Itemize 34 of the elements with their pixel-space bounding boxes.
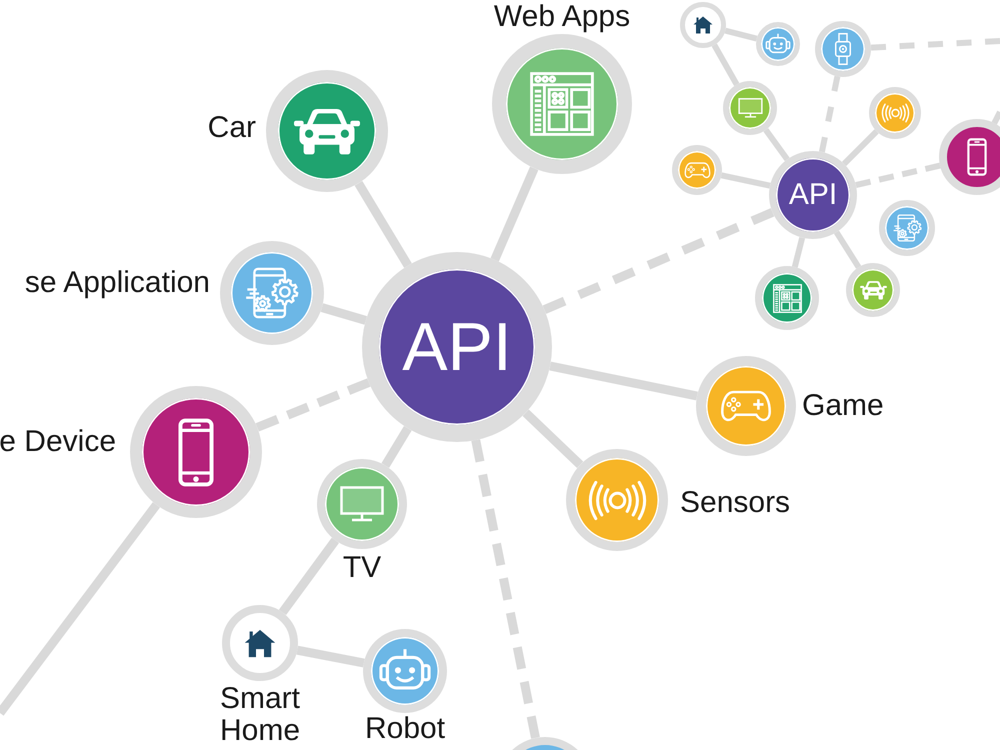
connector-line: [834, 230, 862, 269]
node-label: e Device: [0, 426, 116, 458]
node-label: Robot: [364, 713, 446, 744]
connector-line: [792, 236, 806, 268]
node-label: TV: [342, 552, 382, 584]
connector-line: [712, 44, 740, 86]
dashed-connector: [542, 208, 774, 314]
connector-line: [522, 409, 584, 468]
hub-label: API: [402, 313, 512, 381]
connector-line: [354, 180, 412, 268]
hub-label: API: [788, 180, 838, 210]
connector-line: [490, 166, 538, 262]
dashed-connector: [870, 38, 1000, 51]
dashed-connector: [818, 76, 840, 152]
node-label: Sensors: [680, 487, 790, 519]
node-label: Smart Home: [218, 683, 302, 746]
connector-line: [992, 110, 1000, 125]
dashed-connector: [471, 439, 540, 739]
connector-line: [0, 502, 160, 716]
connector-line: [296, 646, 365, 668]
connector-line: [724, 28, 758, 42]
dashed-connector: [256, 378, 371, 432]
connector-line: [549, 362, 698, 400]
connector-line: [278, 538, 340, 616]
connector-line: [763, 128, 790, 162]
connector-line: [320, 303, 368, 325]
node-label: Car: [208, 112, 256, 144]
connector-line: [842, 129, 879, 166]
node-label: se Application: [24, 267, 210, 299]
connector-line: [720, 172, 771, 189]
connector-line: [381, 426, 412, 468]
node-label: Game: [802, 390, 884, 422]
node-label: Web Apps: [494, 0, 630, 32]
dashed-connector: [855, 162, 941, 188]
